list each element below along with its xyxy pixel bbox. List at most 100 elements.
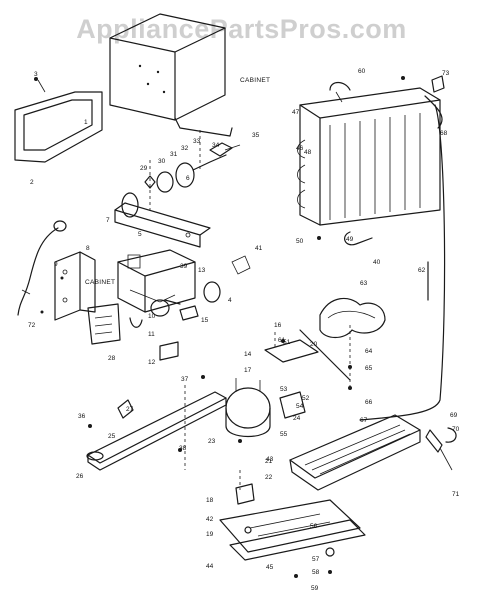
callout-27: 27 bbox=[126, 406, 134, 413]
dashed-leaders bbox=[149, 130, 351, 490]
callout-5: 5 bbox=[138, 231, 142, 238]
callout-65: 65 bbox=[365, 365, 373, 372]
callout-16: 16 bbox=[274, 322, 282, 329]
callout-67: 67 bbox=[360, 417, 368, 424]
callout-71: 71 bbox=[452, 491, 460, 498]
watermark: AppliancePartsPros.com bbox=[76, 14, 407, 44]
callout-37: 37 bbox=[181, 376, 189, 383]
callout-35: 35 bbox=[252, 132, 260, 139]
callout-72: 72 bbox=[28, 322, 36, 329]
callout-21: 21 bbox=[265, 458, 273, 465]
base-frame bbox=[219, 483, 366, 561]
callout-6: 6 bbox=[186, 175, 190, 182]
callout-70: 70 bbox=[452, 426, 460, 433]
callout-73: 73 bbox=[442, 70, 450, 77]
part-number-callouts: 1234567891011121314151617181920212223242… bbox=[28, 68, 460, 592]
base-rail bbox=[86, 391, 227, 471]
callout-1: 1 bbox=[84, 119, 88, 126]
drain-heater bbox=[319, 297, 386, 339]
left-cabinet-part bbox=[54, 251, 96, 321]
callout-45: 45 bbox=[266, 564, 274, 571]
cabinet-box bbox=[109, 13, 233, 137]
capillary-tube bbox=[359, 104, 446, 421]
callout-60: 60 bbox=[358, 68, 366, 75]
callout-50: 50 bbox=[296, 238, 304, 245]
callout-25: 25 bbox=[108, 433, 116, 440]
callout-56: 56 bbox=[310, 523, 318, 530]
callout-2: 2 bbox=[30, 179, 34, 186]
callout-51: 51 bbox=[283, 339, 291, 346]
callout-59: 59 bbox=[311, 585, 319, 592]
callout-38: 38 bbox=[179, 445, 187, 452]
callout-39: 39 bbox=[180, 263, 188, 270]
callout-7: 7 bbox=[106, 217, 110, 224]
callout-18: 18 bbox=[206, 497, 214, 504]
cabinet-label-top: CABINET bbox=[240, 77, 270, 84]
callout-23: 23 bbox=[208, 438, 216, 445]
callout-55: 55 bbox=[280, 431, 288, 438]
callout-11: 11 bbox=[148, 331, 155, 338]
callout-30: 30 bbox=[158, 158, 166, 165]
callout-64: 64 bbox=[365, 348, 373, 355]
callout-66: 66 bbox=[365, 399, 373, 406]
callout-62: 62 bbox=[418, 267, 426, 274]
relay-parts bbox=[129, 255, 251, 361]
callout-32: 32 bbox=[181, 145, 189, 152]
callout-13: 13 bbox=[198, 267, 206, 274]
callout-36: 36 bbox=[78, 413, 86, 420]
callout-28: 28 bbox=[108, 355, 116, 362]
callout-46: 46 bbox=[296, 145, 304, 152]
callout-57: 57 bbox=[312, 556, 320, 563]
compressor bbox=[225, 378, 271, 437]
wire-harness bbox=[17, 220, 67, 316]
callout-52: 52 bbox=[302, 395, 310, 402]
condenser-coil bbox=[297, 81, 441, 246]
mounting-bracket bbox=[114, 192, 211, 248]
callout-68: 68 bbox=[440, 130, 448, 137]
callout-34: 34 bbox=[212, 142, 220, 149]
callout-44: 44 bbox=[206, 563, 214, 570]
callout-42: 42 bbox=[206, 516, 214, 523]
callout-48: 48 bbox=[304, 149, 312, 156]
thermostat bbox=[425, 427, 457, 471]
callout-29: 29 bbox=[140, 165, 148, 172]
callout-49: 49 bbox=[346, 236, 354, 243]
callout-47: 47 bbox=[292, 109, 300, 116]
callout-19: 19 bbox=[206, 531, 214, 538]
callout-8: 8 bbox=[86, 245, 90, 252]
fan-motor-assembly bbox=[144, 142, 241, 193]
callout-9: 9 bbox=[54, 261, 58, 268]
callout-14: 14 bbox=[244, 351, 252, 358]
callout-58: 58 bbox=[312, 569, 320, 576]
callout-31: 31 bbox=[170, 151, 178, 158]
callout-43: 43 bbox=[266, 456, 274, 463]
compressor-mount bbox=[264, 329, 351, 419]
fasteners bbox=[40, 76, 405, 578]
callout-20: 20 bbox=[310, 341, 318, 348]
side-panel bbox=[14, 77, 103, 163]
callout-15: 15 bbox=[201, 317, 209, 324]
callout-17: 17 bbox=[244, 367, 252, 374]
callout-22: 22 bbox=[265, 474, 273, 481]
drain-pan bbox=[289, 414, 421, 491]
callout-24: 24 bbox=[293, 415, 301, 422]
switch-part bbox=[87, 303, 121, 345]
callout-33: 33 bbox=[193, 138, 201, 145]
callout-54: 54 bbox=[296, 403, 304, 410]
callout-40: 40 bbox=[373, 259, 381, 266]
callout-10: 10 bbox=[148, 313, 156, 320]
callout-4: 4 bbox=[228, 297, 232, 304]
callout-61: 61 bbox=[278, 337, 286, 344]
callout-41: 41 bbox=[255, 245, 263, 252]
callout-12: 12 bbox=[148, 359, 156, 366]
callout-69: 69 bbox=[450, 412, 458, 419]
top-bracket bbox=[424, 75, 445, 129]
control-box bbox=[117, 249, 196, 313]
callout-26: 26 bbox=[76, 473, 84, 480]
callout-3: 3 bbox=[34, 71, 38, 78]
cabinet-label-left: CABINET bbox=[85, 279, 115, 286]
callout-53: 53 bbox=[280, 386, 288, 393]
callout-63: 63 bbox=[360, 280, 368, 287]
